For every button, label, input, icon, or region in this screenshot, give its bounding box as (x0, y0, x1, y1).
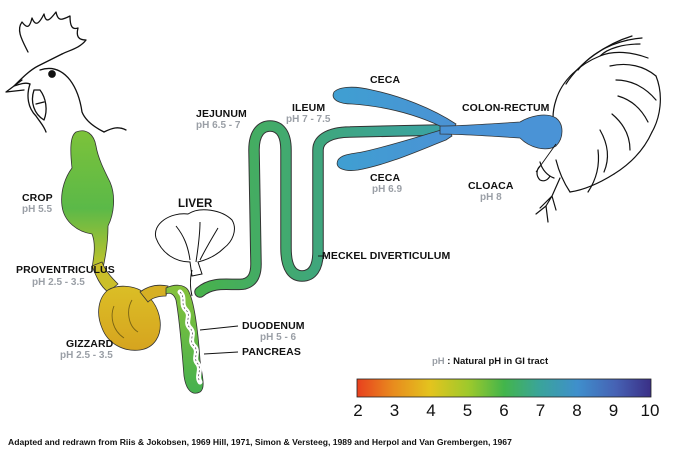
ph-jejunum: pH 6.5 - 7 (196, 120, 240, 132)
legend-tick-9: 9 (602, 402, 626, 420)
rooster-head-drawing (6, 12, 126, 132)
legend-tick-6: 6 (492, 402, 516, 420)
label-jejunum: JEJUNUM (196, 108, 247, 120)
ph-ceca: pH 6.9 (372, 184, 402, 196)
label-proventriculus: PROVENTRICULUS (16, 264, 115, 276)
legend-tick-8: 8 (565, 402, 589, 420)
ph-crop: pH 5.5 (22, 204, 52, 216)
label-ileum: ILEUM (292, 102, 325, 114)
legend-title: pH : Natural pH in GI tract (432, 356, 548, 367)
label-liver: LIVER (178, 198, 212, 210)
label-duodenum: DUODENUM (242, 320, 305, 332)
label-gizzard: GIZZARD (66, 338, 113, 350)
label-meckel-diverticulum: MECKEL DIVERTICULUM (322, 250, 450, 262)
ph-ileum: pH 7 - 7.5 (286, 114, 330, 126)
colon-rectum-organ (440, 115, 562, 149)
label-cloaca: CLOACA (468, 180, 514, 192)
legend-tick-2: 2 (346, 402, 370, 420)
ph-gizzard: pH 2.5 - 3.5 (60, 350, 113, 362)
legend-tick-4: 4 (419, 402, 443, 420)
label-crop: CROP (22, 192, 53, 204)
source-caption: Adapted and redrawn from Riis & Jokobsen… (8, 437, 512, 447)
label-ceca-top: CECA (370, 74, 400, 86)
ph-proventriculus: pH 2.5 - 3.5 (32, 277, 85, 289)
ph-scale-bar (357, 379, 651, 397)
crop-organ (62, 131, 114, 272)
ph-duodenum: pH 5 - 6 (260, 332, 296, 344)
legend-ph-key: pH (432, 356, 445, 367)
label-ceca-bottom: CECA (370, 172, 400, 184)
ph-cloaca: pH 8 (480, 192, 502, 204)
legend-tick-10: 10 (638, 402, 662, 420)
legend-tick-5: 5 (456, 402, 480, 420)
legend-tick-7: 7 (529, 402, 553, 420)
label-pancreas: PANCREAS (242, 346, 301, 358)
legend-title-text: : Natural pH in GI tract (445, 356, 548, 367)
label-colon-rectum: COLON-RECTUM (462, 102, 550, 114)
legend-tick-3: 3 (383, 402, 407, 420)
